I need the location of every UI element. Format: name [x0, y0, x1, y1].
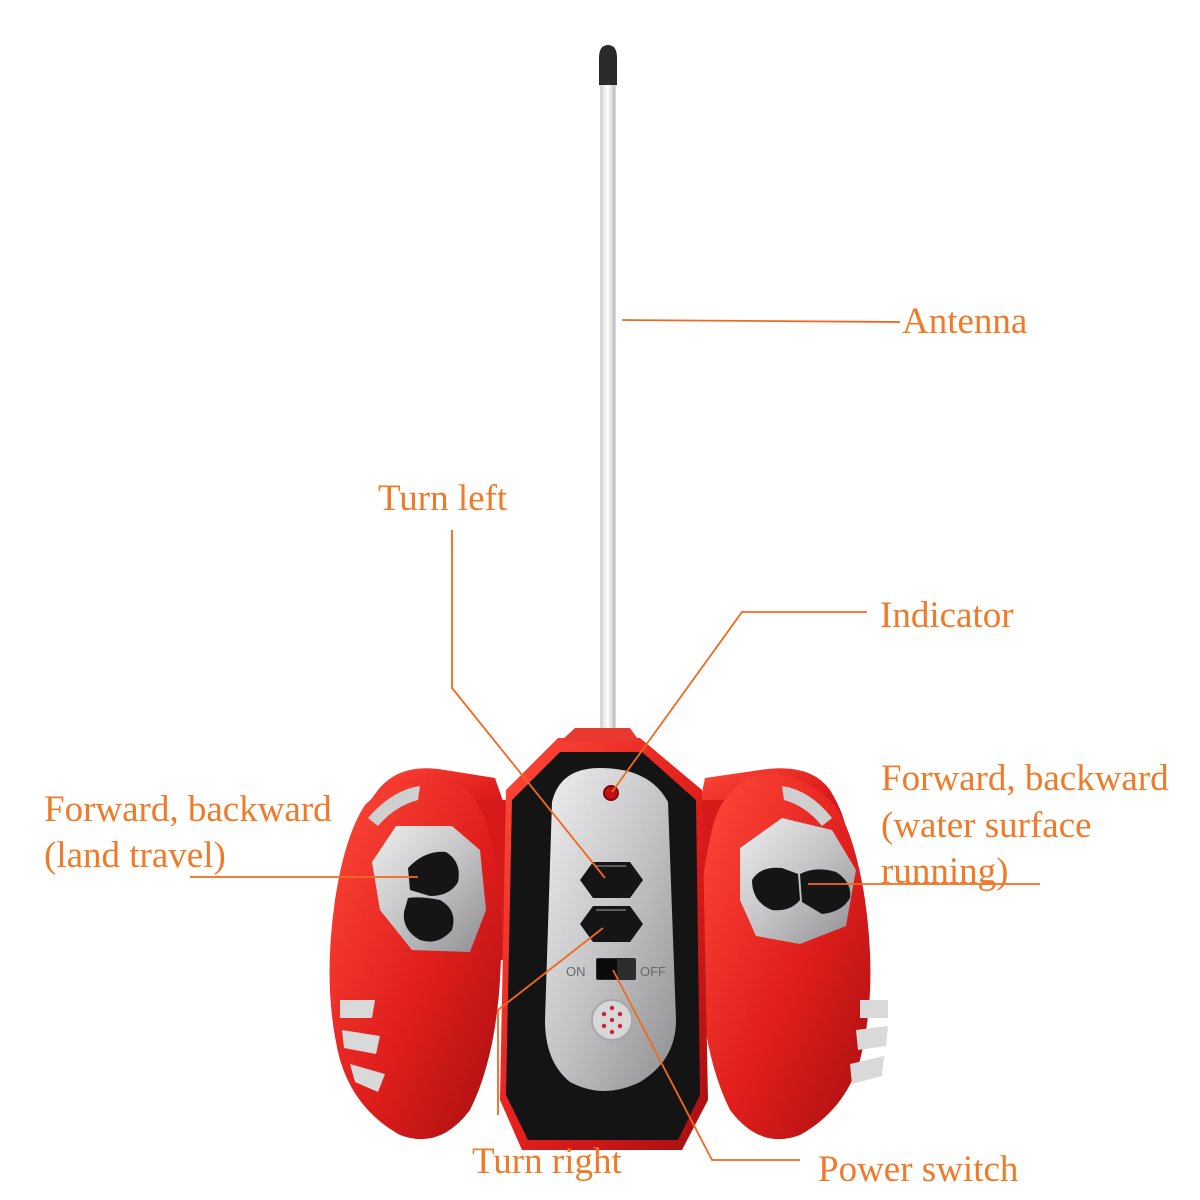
right-left-button [752, 867, 800, 911]
indicator-leader [611, 611, 867, 793]
speaker-grille [591, 999, 633, 1041]
left-grip-top-trim [368, 786, 420, 826]
label-turn-right: Turn right [472, 1141, 622, 1182]
label-water-running-line2: (water surface [881, 805, 1092, 846]
label-land-travel-line1: Forward, backward [44, 789, 332, 830]
turn-right-button [580, 906, 643, 942]
antenna [599, 45, 617, 741]
label-water-running-line3: running) [881, 851, 1009, 892]
leader-lines [190, 319, 1040, 1161]
left-forward-button [408, 851, 459, 896]
label-indicator: Indicator [880, 595, 1014, 636]
label-antenna: Antenna [902, 301, 1028, 342]
antenna-leader [621, 319, 901, 323]
right-grip-stripes [850, 1000, 888, 1084]
switch-on-text: ON [566, 964, 586, 979]
power-switch-leader [612, 969, 800, 1161]
label-power-switch: Power switch [818, 1149, 1019, 1190]
power-switch-knob [597, 959, 617, 979]
left-grip-stripes [340, 1000, 385, 1092]
antenna-cap [599, 45, 617, 85]
label-water-running-line1: Forward, backward [881, 758, 1169, 799]
right-right-button [800, 869, 851, 914]
switch-off-text: OFF [640, 964, 666, 979]
left-backward-button [403, 897, 454, 942]
antenna-rod [600, 79, 616, 741]
label-turn-left: Turn left [378, 478, 508, 519]
turn-right-leader [497, 927, 604, 1115]
turn-left-leader [451, 530, 606, 879]
center-body-top [560, 728, 640, 742]
label-land-travel-line2: (land travel) [44, 835, 226, 876]
turn-left-button [580, 862, 643, 898]
right-grip-top-trim [782, 786, 832, 826]
